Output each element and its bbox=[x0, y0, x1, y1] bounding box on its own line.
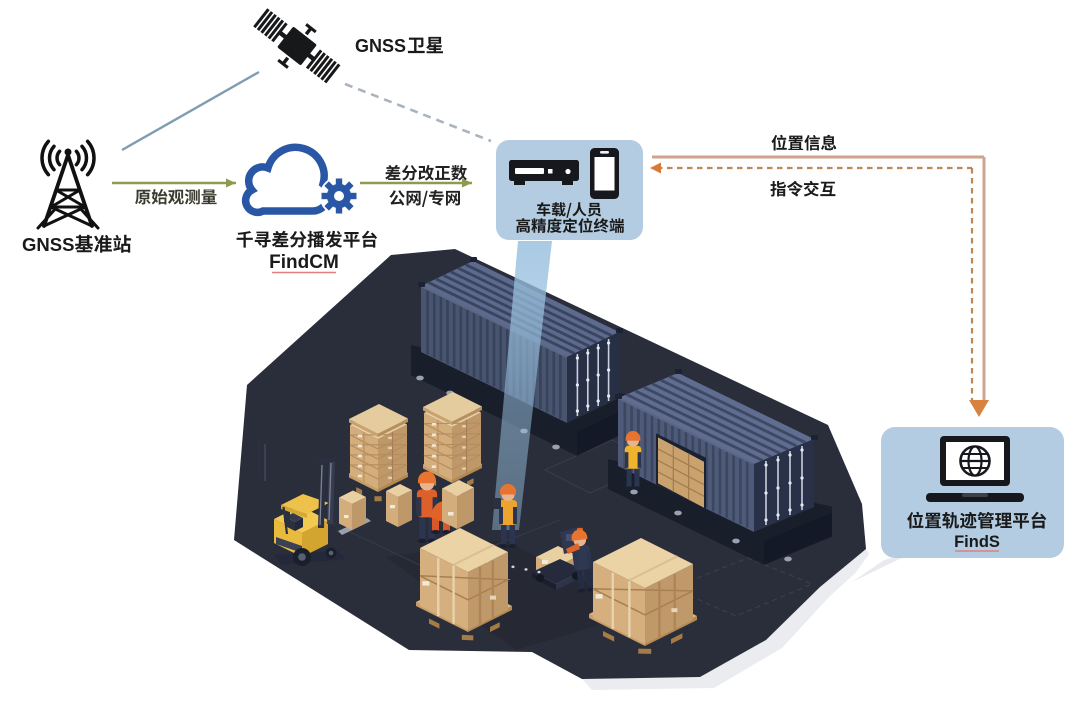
svg-text:FindS: FindS bbox=[954, 533, 1000, 551]
svg-text:GNSS: GNSS bbox=[355, 36, 406, 56]
svg-text:FindCM: FindCM bbox=[269, 252, 339, 273]
svg-text:GNSS: GNSS bbox=[22, 234, 74, 255]
